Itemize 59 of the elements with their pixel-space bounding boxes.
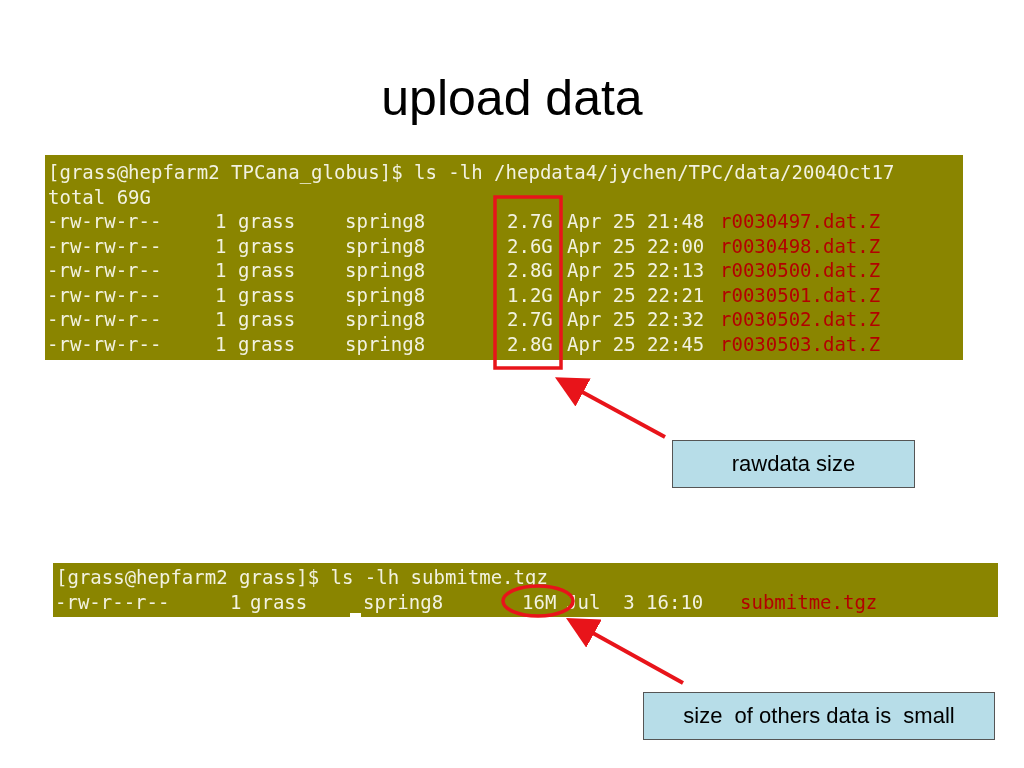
link-count: 1 — [215, 331, 227, 356]
callout-text: rawdata size — [731, 451, 856, 477]
link-count: 1 — [215, 282, 227, 307]
terminal-line: total 69G — [48, 184, 151, 209]
owner-name: grass — [238, 307, 296, 331]
file-name: r0030502.dat.Z — [720, 307, 881, 331]
terminal-line: [grass@hepfarm2 grass]$ ls -lh submitme.tgz — [56, 565, 548, 589]
owner-name: grass — [238, 258, 296, 282]
file-size: 1.2G — [507, 282, 553, 307]
file-size: 2.7G — [507, 307, 553, 331]
permissions-text: -rw-rw-r-- — [47, 258, 162, 282]
file-size: 2.7G — [507, 209, 553, 233]
owner-name: grass — [238, 282, 296, 307]
callout-box — [643, 692, 995, 740]
file-name: r0030500.dat.Z — [720, 258, 881, 282]
file-name: r0030503.dat.Z — [720, 331, 881, 356]
timestamp: Apr 25 21:48 — [567, 209, 705, 233]
timestamp: Apr 25 22:00 — [567, 233, 705, 258]
permissions-text: -rw-rw-r-- — [47, 307, 162, 331]
owner-name: grass — [250, 589, 308, 614]
owner-name: grass — [238, 209, 296, 233]
permissions-text: -rw-r--r-- — [55, 589, 170, 614]
file-name: submitme.tgz — [740, 589, 878, 614]
callout-box — [672, 440, 915, 488]
permissions-text: -rw-rw-r-- — [47, 282, 162, 307]
timestamp: Apr 25 22:21 — [567, 282, 705, 307]
permissions-text: -rw-rw-r-- — [47, 331, 162, 356]
link-count: 1 — [215, 209, 227, 233]
timestamp: Apr 25 22:32 — [567, 307, 705, 331]
terminal-line: [grass@hepfarm2 TPCana_globus]$ ls -lh /hepdata4/jychen/TPC/data/2004Oct17 — [48, 160, 895, 184]
permissions-text: -rw-rw-r-- — [47, 233, 162, 258]
callout-text: size of others data is small — [683, 703, 955, 729]
group-name: spring8 — [345, 307, 426, 331]
highlight-rectangle — [493, 195, 563, 370]
file-size: 2.8G — [507, 258, 553, 282]
file-size: 2.8G — [507, 331, 553, 356]
group-name: spring8 — [363, 589, 444, 614]
link-count: 1 — [215, 233, 227, 258]
link-count: 1 — [215, 307, 227, 331]
link-count: 1 — [215, 258, 227, 282]
slide-title: upload data — [380, 69, 644, 128]
timestamp: Apr 25 22:13 — [567, 258, 705, 282]
file-size: 2.6G — [507, 233, 553, 258]
group-name: spring8 — [345, 282, 426, 307]
owner-name: grass — [238, 331, 296, 356]
file-size: 16M — [522, 589, 557, 614]
arrow — [566, 618, 684, 685]
group-name: spring8 — [345, 209, 426, 233]
group-name: spring8 — [345, 233, 426, 258]
group-name: spring8 — [345, 258, 426, 282]
timestamp: Apr 25 22:45 — [567, 331, 705, 356]
permissions-text: -rw-rw-r-- — [47, 209, 162, 233]
arrow — [554, 377, 666, 439]
owner-name: grass — [238, 233, 296, 258]
file-name: r0030501.dat.Z — [720, 282, 881, 307]
link-count: 1 — [230, 589, 242, 614]
file-name: r0030497.dat.Z — [720, 209, 881, 233]
group-name: spring8 — [345, 331, 426, 356]
file-name: r0030498.dat.Z — [720, 233, 881, 258]
